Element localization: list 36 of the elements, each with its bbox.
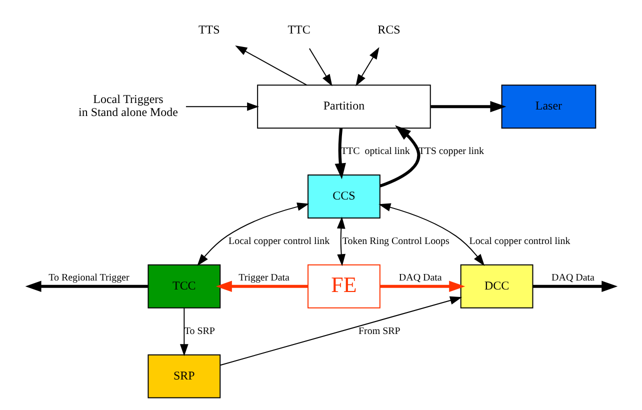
node-box: DCC — [460, 264, 533, 308]
arrow — [380, 280, 465, 292]
arrow — [220, 296, 462, 366]
arrow — [215, 280, 308, 292]
node-text: TTS — [198, 22, 220, 36]
node-text: RCS — [377, 22, 400, 36]
edge-label: Local copper control link — [468, 236, 570, 247]
edge-label: DAQ Data — [551, 272, 594, 284]
node-box: Partition — [256, 84, 430, 129]
edge-label: From SRP — [358, 326, 400, 337]
edge-label: To Regional Trigger — [48, 272, 129, 284]
node-box: TCC — [147, 264, 220, 308]
arrow — [379, 125, 420, 188]
edge-label: DAQ Data — [398, 272, 442, 284]
arrow — [184, 102, 259, 111]
arrow — [334, 128, 346, 180]
arrow — [179, 308, 188, 356]
arrow — [234, 46, 307, 86]
edge-label: Token Ring Control Loops — [342, 236, 449, 247]
node-box: CCS — [307, 174, 380, 218]
node-box: FE — [307, 264, 380, 308]
edge-label: Local copper control link — [228, 236, 330, 247]
arrow — [24, 280, 148, 292]
arrow — [430, 101, 506, 112]
node-text: TTC — [287, 22, 310, 36]
arrow — [355, 47, 379, 86]
edge-label: To SRP — [184, 326, 214, 337]
arrow — [308, 48, 332, 86]
arrow — [378, 203, 484, 266]
node-text: Local Triggers in Stand alone Mode — [78, 92, 178, 120]
arrow — [196, 202, 309, 266]
edge-label: Trigger Data — [238, 272, 289, 284]
arrow — [532, 280, 618, 292]
node-box: Laser — [500, 84, 596, 129]
node-box: SRP — [147, 354, 220, 398]
arrow — [336, 216, 346, 266]
